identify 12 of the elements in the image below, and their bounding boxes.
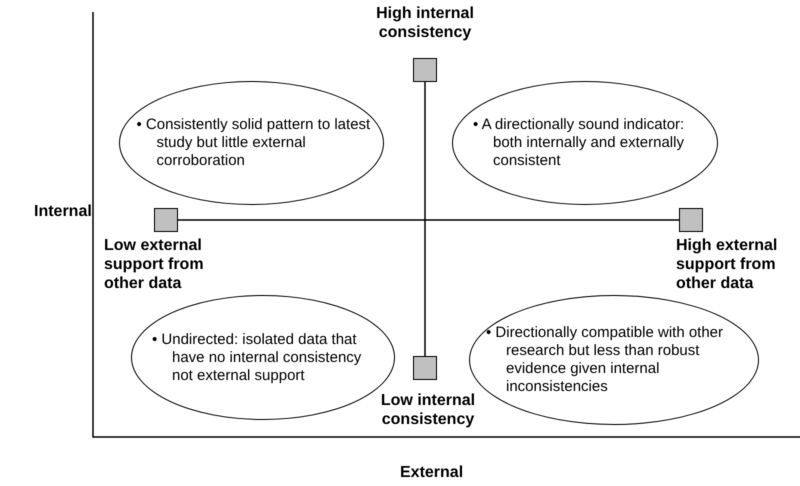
- axis-end-label: Low external support from other data: [104, 236, 205, 293]
- axis-end-label: High external support from other data: [676, 236, 778, 293]
- connector-line: [178, 219, 679, 221]
- axis-end-label: High internal consistency: [375, 4, 475, 42]
- axis-title: External: [400, 464, 464, 482]
- axis-title: Internal: [34, 203, 92, 221]
- bullet-text: • Undirected: isolated data that have no internal consistency not external support: [152, 330, 362, 384]
- connector-line: [424, 82, 426, 356]
- bullet-text: • Consistently solid pattern to latest study but little external corroboration: [136, 116, 372, 170]
- bullet-text: • Directionally compatible with other research but less than robust evidence given internal inconsistencies: [486, 324, 724, 396]
- axis-end-label: Low internal consistency: [380, 391, 476, 429]
- bullet-text: • A directionally sound indicator: both internally and externally consistent: [473, 116, 686, 170]
